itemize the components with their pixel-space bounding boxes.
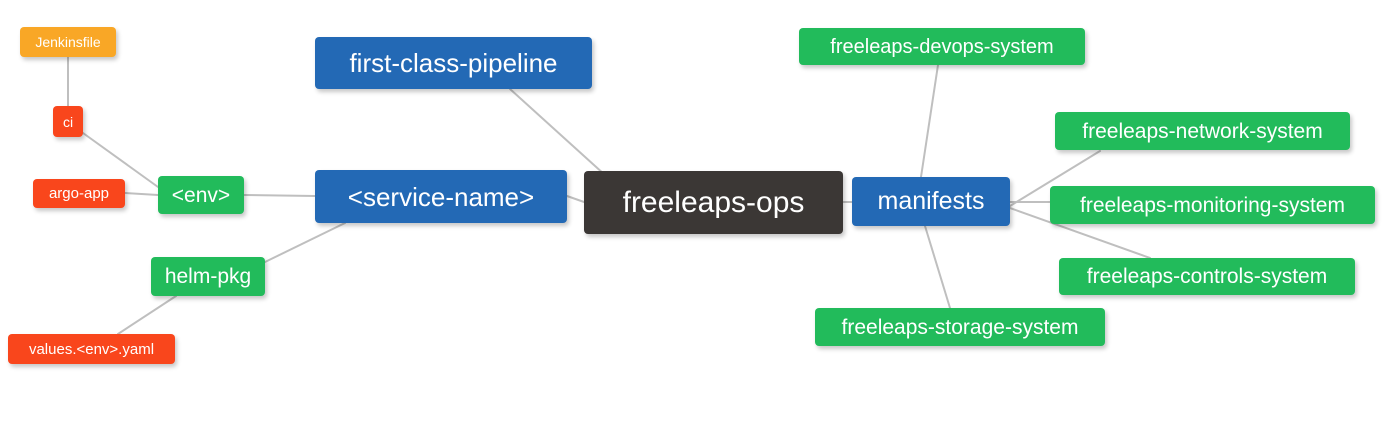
node-values-env-yaml[interactable]: values.<env>.yaml (8, 334, 175, 364)
edge-manifests-to-storage-system (924, 225, 951, 309)
edge-helm-pkg-to-values-env-yaml (117, 295, 177, 335)
edge-root-to-service-name (566, 195, 585, 203)
node-ci[interactable]: ci (53, 106, 83, 137)
node-service-name[interactable]: <service-name> (315, 170, 567, 223)
node-first-class-pipeline[interactable]: first-class-pipeline (315, 37, 592, 89)
node-root[interactable]: freeleaps-ops (584, 171, 843, 234)
edge-service-name-to-env (243, 194, 316, 197)
node-monitoring-system[interactable]: freeleaps-monitoring-system (1050, 186, 1375, 224)
node-jenkinsfile[interactable]: Jenkinsfile (20, 27, 116, 57)
node-argo-app[interactable]: argo-app (33, 179, 125, 208)
node-helm-pkg[interactable]: helm-pkg (151, 257, 265, 296)
node-controls-system[interactable]: freeleaps-controls-system (1059, 258, 1355, 295)
node-devops-system[interactable]: freeleaps-devops-system (799, 28, 1085, 65)
edge-root-to-first-class-pipeline (509, 88, 606, 176)
edge-service-name-to-helm-pkg (264, 222, 346, 263)
edge-manifests-to-devops-system (920, 64, 939, 178)
node-env[interactable]: <env> (158, 176, 244, 214)
node-storage-system[interactable]: freeleaps-storage-system (815, 308, 1105, 346)
edge-env-to-argo-app (124, 192, 159, 196)
node-network-system[interactable]: freeleaps-network-system (1055, 112, 1350, 150)
node-manifests[interactable]: manifests (852, 177, 1010, 226)
